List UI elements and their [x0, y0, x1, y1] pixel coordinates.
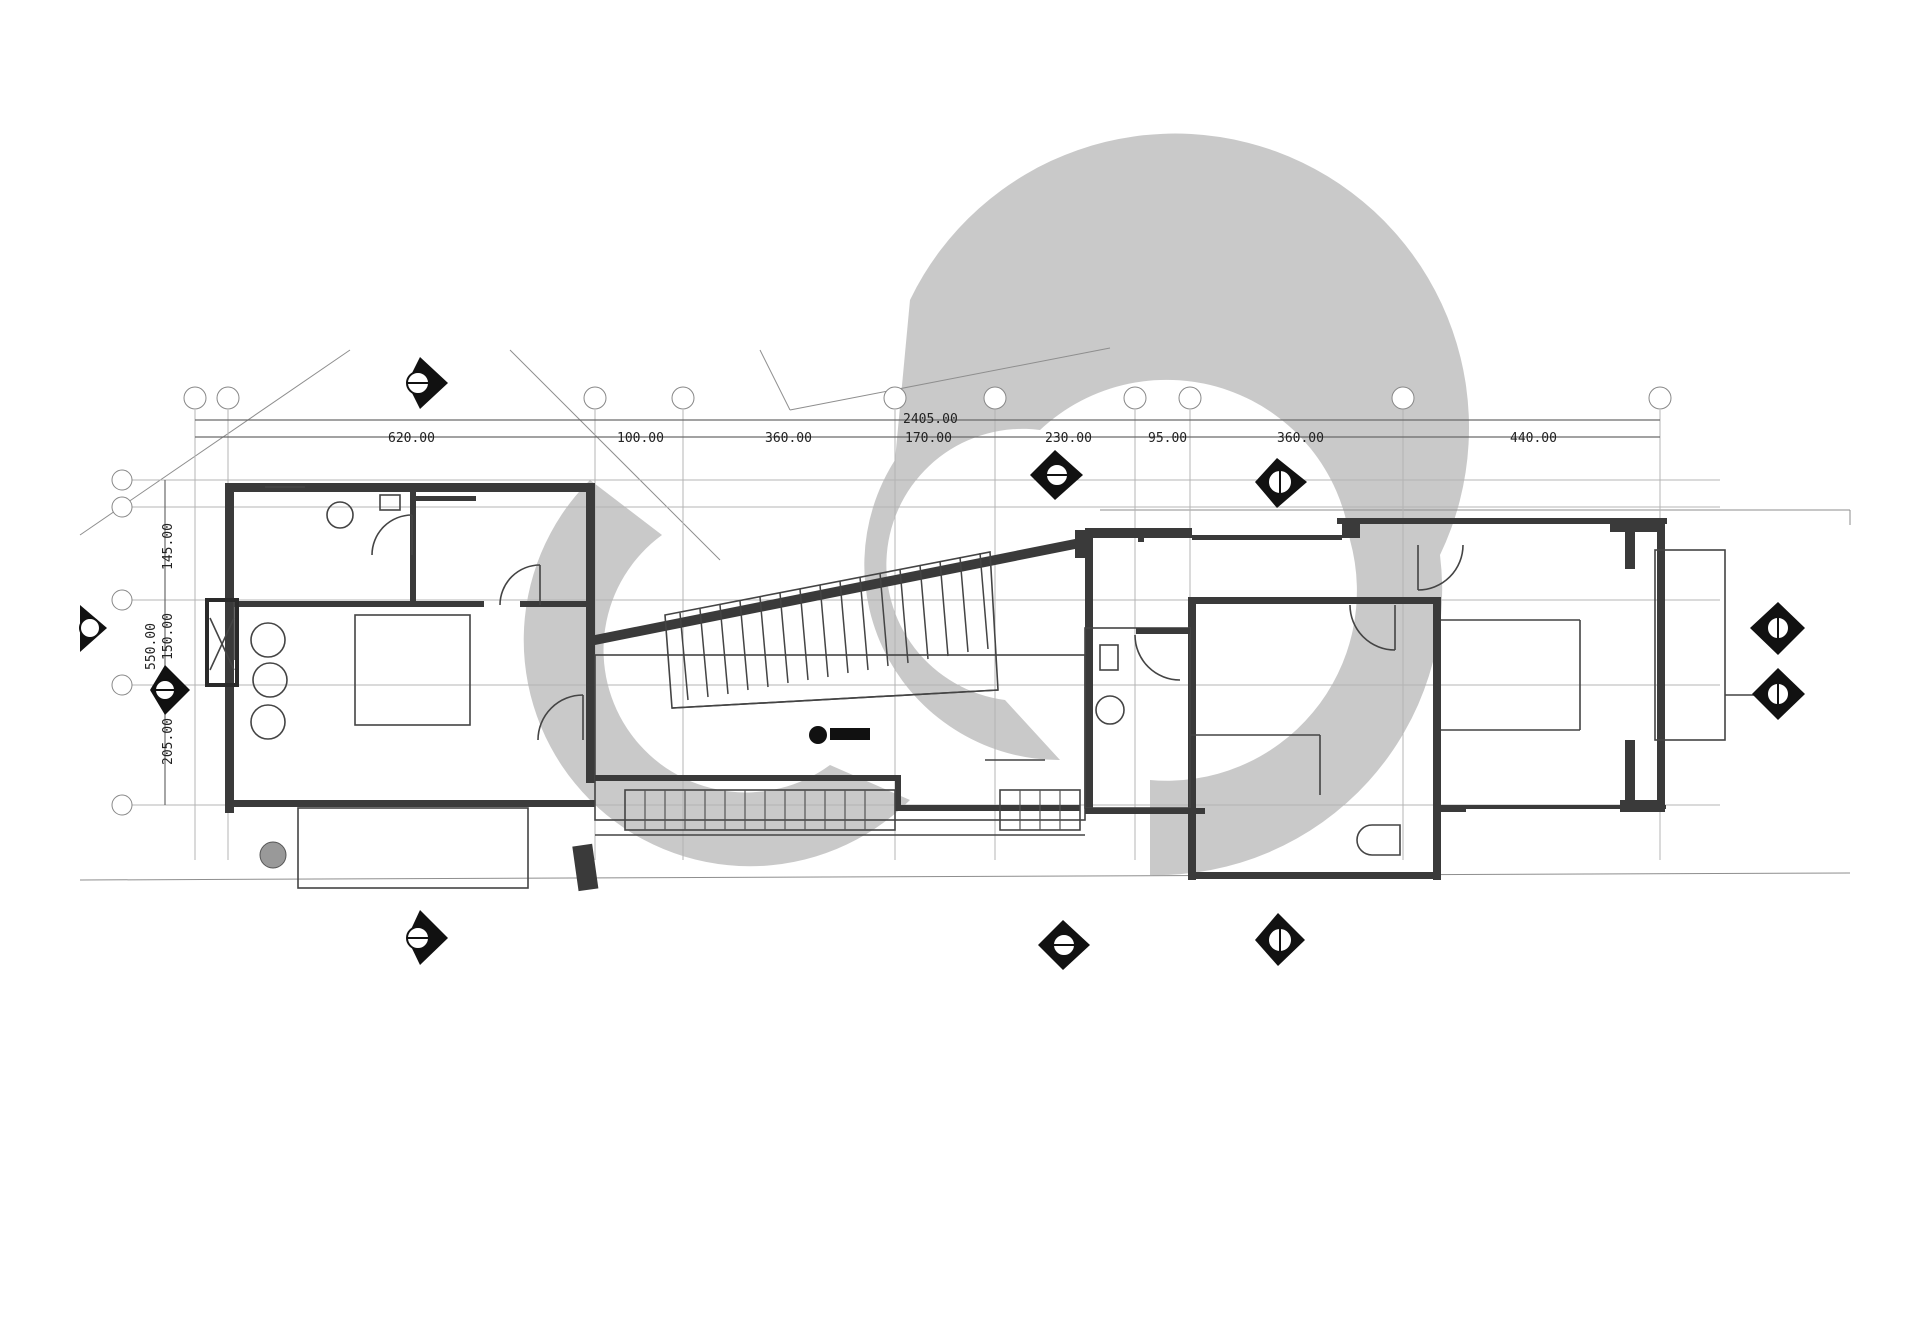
left-block: [205, 483, 599, 892]
dimension-230: 230.00: [1045, 431, 1092, 446]
watermark-logo: [523, 133, 1470, 876]
row-bubbles: [111, 469, 133, 816]
dimension-360-b: 360.00: [1277, 431, 1324, 446]
grid-rows: [125, 479, 1720, 806]
section-marker-icon: [1030, 450, 1083, 500]
dimension-150: 150.00: [161, 613, 176, 660]
dimension-205: 205.00: [161, 718, 176, 765]
dimension-lines: [164, 419, 1660, 805]
section-marker-icon: [79, 605, 107, 652]
north-arrow-icon: [1752, 668, 1805, 720]
dimension-145: 145.00: [161, 523, 176, 570]
section-marker-icon: [1038, 920, 1090, 970]
dimension-170: 170.00: [905, 431, 952, 446]
dimension-100: 100.00: [617, 431, 664, 446]
dimension-440: 440.00: [1510, 431, 1557, 446]
section-marker-icon: [406, 357, 448, 409]
stair-block: [594, 530, 1148, 836]
section-marker-icon: [1750, 602, 1805, 655]
right-block: [1084, 518, 1765, 880]
column-bubbles: [183, 386, 1672, 410]
dimension-360-a: 360.00: [765, 431, 812, 446]
dimension-620: 620.00: [388, 431, 435, 446]
section-marker-icon: [1255, 913, 1305, 966]
section-marker-icon: [150, 665, 190, 715]
overall-dimension: 2405.00: [903, 412, 958, 427]
dimension-95: 95.00: [1148, 431, 1187, 446]
section-marker-icon: [1255, 458, 1307, 508]
section-marker-icon: [406, 910, 448, 965]
dimension-550: 550.00: [144, 623, 159, 670]
